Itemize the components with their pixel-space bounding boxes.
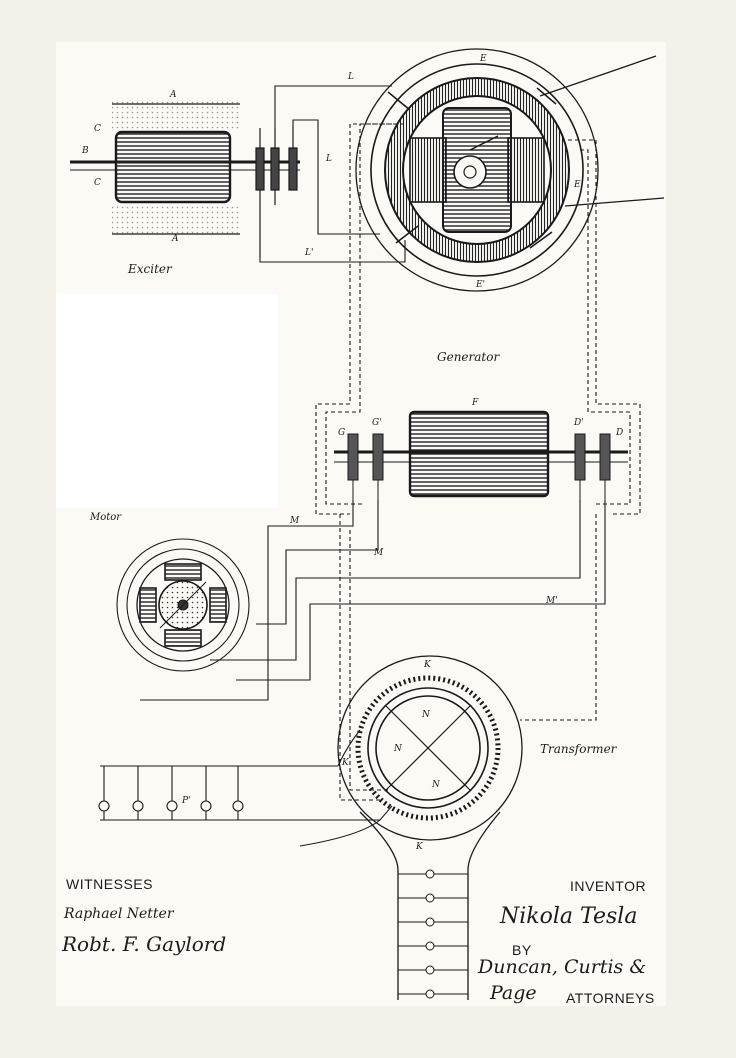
label-generator: Generator (437, 350, 500, 364)
witness-1-signature: Raphael Netter (64, 906, 174, 922)
inventor-heading: INVENTOR (570, 878, 647, 894)
ref-K-bottom: K (416, 842, 423, 852)
ref-N-bottom: N (432, 780, 440, 790)
ref-M-top: M (290, 516, 300, 526)
ref-E-prime: E' (476, 280, 486, 290)
attorneys-heading: ATTORNEYS (566, 990, 655, 1006)
generator-shaft-drawing (334, 410, 628, 500)
ref-A-top: A (170, 90, 177, 100)
ref-E-right: E (574, 180, 581, 190)
ref-K-top: K (424, 660, 431, 670)
ref-N-top: N (422, 710, 430, 720)
ref-G-prime: G' (372, 418, 382, 428)
ref-L-mid: L (326, 154, 332, 164)
ref-M-mid: M (374, 548, 384, 558)
label-motor: Motor (90, 512, 122, 523)
exciter-wiring (259, 85, 406, 263)
ref-L-prime: L' (305, 248, 314, 258)
motor-wiring (140, 500, 606, 701)
motor-drawing (116, 538, 250, 672)
ref-B: B (82, 146, 89, 156)
ref-F: F (472, 398, 479, 408)
ref-D: D (616, 428, 624, 438)
lamp-circuit (98, 729, 393, 847)
ref-K-left: K (342, 758, 349, 768)
ref-A-bottom: A (172, 234, 179, 244)
blank-patch (56, 294, 278, 508)
dashed-leads (315, 123, 641, 801)
witness-2-signature: Robt. F. Gaylord (62, 932, 227, 956)
generator-drawing (355, 48, 665, 292)
label-exciter: Exciter (128, 262, 172, 276)
attorneys-signature-line-1: Duncan, Curtis & (478, 956, 647, 978)
ref-L-top: L (348, 72, 354, 82)
witnesses-heading: WITNESSES (66, 876, 153, 892)
ref-C-top: C (94, 124, 101, 134)
ref-E-top: E (480, 54, 487, 64)
inventor-signature: Nikola Tesla (500, 904, 638, 929)
ref-P-prime: P' (182, 796, 191, 806)
ref-D-prime: D' (574, 418, 584, 428)
ref-C-bottom: C (94, 178, 101, 188)
ref-N-left: N (394, 744, 402, 754)
exciter-drawing (70, 98, 300, 258)
label-transformer: Transformer (540, 742, 617, 756)
by-label: BY (512, 942, 532, 958)
attorneys-signature-line-2: Page (490, 982, 537, 1004)
ref-G: G (338, 428, 346, 438)
transformer-drawing (337, 655, 523, 1000)
ref-M-prime: M' (546, 596, 558, 606)
